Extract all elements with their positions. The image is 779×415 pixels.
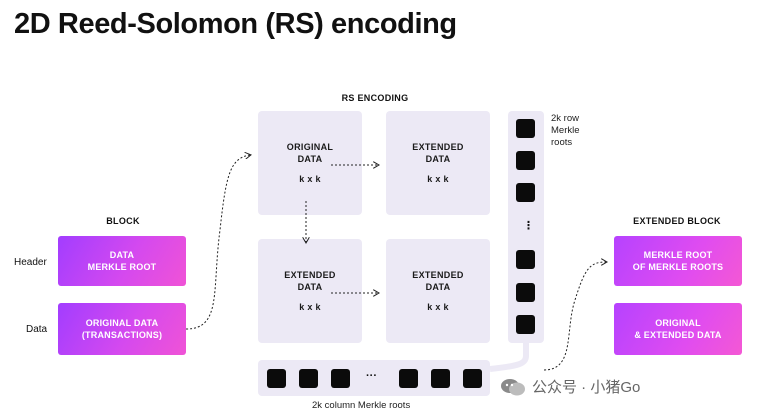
column-root-square [431, 369, 450, 388]
extended-block-label: EXTENDED BLOCK [633, 216, 721, 226]
row-roots-label-line1: 2k row [551, 113, 579, 124]
extended-data-line2: & EXTENDED DATA [634, 330, 722, 340]
wechat-icon [501, 378, 525, 395]
column-roots-label: 2k column Merkle roots [312, 400, 411, 411]
row-roots-label: 2k row Merkle roots [551, 113, 580, 149]
cell-dims: k x k [299, 174, 321, 184]
extended-data-cell-bottom-left: EXTENDED DATA k x k [258, 239, 362, 343]
merkle-root-line1: MERKLE ROOT [643, 250, 713, 260]
watermark-text: 公众号 · 小猪Go [532, 379, 641, 396]
watermark: 公众号 · 小猪Go [500, 376, 640, 397]
extended-data-line1: ORIGINAL [655, 318, 701, 328]
page-title: 2D Reed-Solomon (RS) encoding [14, 8, 457, 40]
data-merkle-root-line1: DATA [109, 250, 135, 260]
cell-line1: EXTENDED [412, 270, 464, 280]
data-merkle-root-box: DATA MERKLE ROOT [58, 236, 186, 286]
rs-encoding-label: RS ENCODING [341, 93, 409, 103]
arrow-block-to-rs [185, 155, 250, 330]
column-root-square [299, 369, 318, 388]
column-merkle-roots-strip [258, 360, 490, 396]
column-root-square [463, 369, 482, 388]
header-label: Header [14, 257, 47, 268]
block-label: BLOCK [106, 216, 140, 226]
original-data-line2: (TRANSACTIONS) [81, 330, 163, 340]
cell-dims: k x k [299, 302, 321, 312]
column-root-square [267, 369, 286, 388]
original-data-cell: ORIGINAL DATA k x k [258, 111, 362, 215]
row-roots-ellipsis: ⋮ [523, 220, 534, 232]
arrow-roots-to-extended-block [543, 262, 606, 371]
row-root-square [516, 250, 535, 269]
column-roots-ellipsis: ··· [366, 370, 377, 382]
original-extended-data-box: ORIGINAL & EXTENDED DATA [614, 303, 742, 355]
row-root-square [516, 151, 535, 170]
cell-line1: EXTENDED [284, 270, 336, 280]
cell-line2: DATA [425, 282, 451, 292]
extended-data-cell-bottom-right: EXTENDED DATA k x k [386, 239, 490, 343]
row-roots-label-line2: Merkle [551, 125, 580, 136]
merkle-root-of-roots-box: MERKLE ROOT OF MERKLE ROOTS [614, 236, 742, 286]
data-merkle-root-line2: MERKLE ROOT [87, 262, 157, 272]
merkle-root-line2: OF MERKLE ROOTS [632, 262, 724, 272]
row-root-square [516, 315, 535, 334]
cell-dims: k x k [427, 174, 449, 184]
row-root-square [516, 283, 535, 302]
extended-data-cell-top-right: EXTENDED DATA k x k [386, 111, 490, 215]
row-root-square [516, 119, 535, 138]
cell-line2: DATA [297, 154, 323, 164]
row-root-square [516, 183, 535, 202]
row-roots-label-line3: roots [551, 137, 573, 148]
original-data-box: ORIGINAL DATA (TRANSACTIONS) [58, 303, 186, 355]
column-root-square [399, 369, 418, 388]
original-data-line1: ORIGINAL DATA [85, 318, 159, 328]
row-merkle-roots-strip [508, 111, 544, 343]
data-label: Data [26, 324, 48, 335]
cell-dims: k x k [427, 302, 449, 312]
column-root-square [331, 369, 350, 388]
connector-rows-to-columns [489, 343, 529, 372]
cell-line1: ORIGINAL [286, 142, 334, 152]
cell-line2: DATA [297, 282, 323, 292]
cell-line1: EXTENDED [412, 142, 464, 152]
cell-line2: DATA [425, 154, 451, 164]
